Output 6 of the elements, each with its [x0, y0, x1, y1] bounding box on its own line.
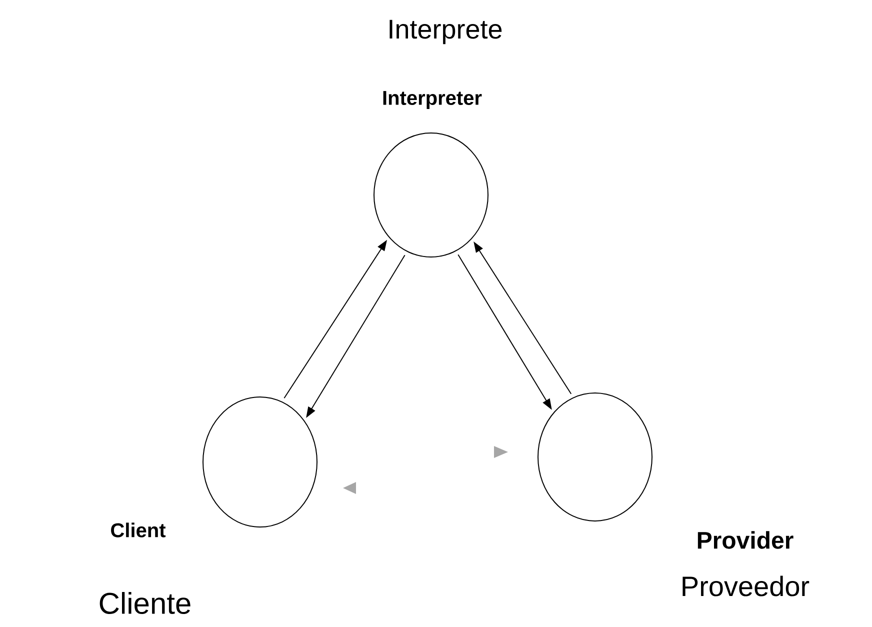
node-label: Interprete [390, 20, 502, 44]
node-label: Interpreter [383, 91, 482, 109]
node-label: Client [111, 522, 166, 538]
node-label: Provider [698, 531, 794, 549]
node-label: Proveedor [682, 576, 810, 596]
node-label: Cliente [100, 592, 190, 614]
